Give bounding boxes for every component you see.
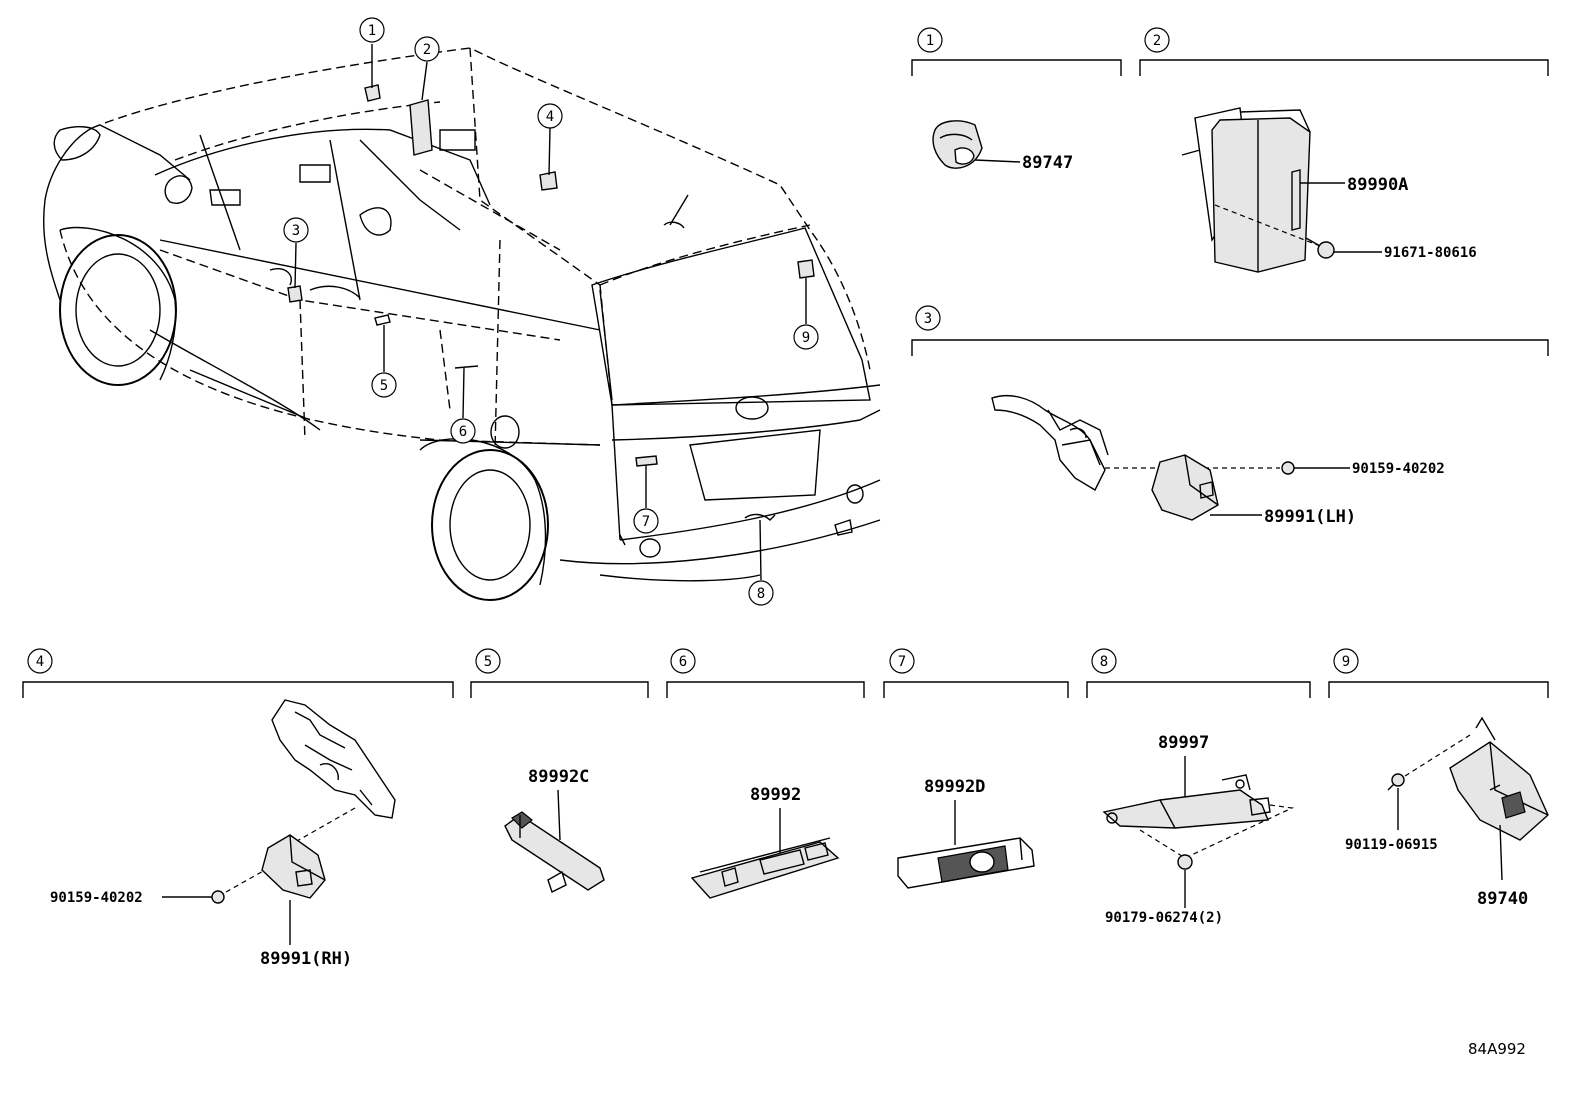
part-89991-rh xyxy=(261,834,326,899)
svg-text:9: 9 xyxy=(802,330,810,346)
part-number-89992c: 89992C xyxy=(528,767,589,787)
part-number-89990a: 89990A xyxy=(1347,175,1408,195)
part-number-90179-06274: 90179-06274(2) xyxy=(1105,910,1223,926)
bolt-90159-40202-lh xyxy=(1281,461,1295,475)
section-2-number: 2 xyxy=(1153,33,1161,49)
part-89992-antenna xyxy=(690,837,840,899)
part-89740-ecu xyxy=(1449,716,1549,841)
callout-8: 8 xyxy=(748,580,774,606)
section-8-number: 8 xyxy=(1100,654,1108,670)
part-number-90159-40202-lh: 90159-40202 xyxy=(1352,461,1445,477)
callout-4: 4 xyxy=(537,103,563,129)
section-7: 7 89992D xyxy=(883,648,1069,889)
section-6: 6 89992 xyxy=(666,648,865,899)
part-number-89991-lh: 89991(LH) xyxy=(1264,507,1356,527)
section-2: 2 89990A 91671-80616 xyxy=(1139,27,1549,273)
part-number-89991-rh: 89991(RH) xyxy=(260,949,352,969)
section-4: 4 90159-40202 89991(RH) xyxy=(22,648,454,969)
callout-7: 7 xyxy=(633,508,659,534)
svg-text:6: 6 xyxy=(459,424,467,440)
part-89992d-antenna xyxy=(897,837,1035,889)
nut-90179-06274 xyxy=(1177,854,1193,870)
section-7-number: 7 xyxy=(898,654,906,670)
section-5-number: 5 xyxy=(484,654,492,670)
section-9: 9 90119-06915 89740 xyxy=(1328,648,1549,909)
part-number-89997: 89997 xyxy=(1158,733,1209,753)
part-89990a-ecu xyxy=(1181,107,1311,273)
vehicle-illustration xyxy=(42,44,881,601)
part-number-89740: 89740 xyxy=(1477,889,1528,909)
part-number-90119-06915: 90119-06915 xyxy=(1345,837,1438,853)
part-89991-lh xyxy=(1151,454,1219,521)
part-number-89992: 89992 xyxy=(750,785,801,805)
section-8: 8 89997 90179-06274(2) xyxy=(1086,648,1311,926)
door-handle-assembly-rh xyxy=(271,699,396,819)
svg-text:3: 3 xyxy=(292,223,300,239)
svg-text:1: 1 xyxy=(368,23,376,39)
callout-3: 3 xyxy=(283,217,309,243)
callout-9: 9 xyxy=(793,324,819,350)
section-3-number: 3 xyxy=(924,311,932,327)
bolt-90119-06915 xyxy=(1387,773,1405,791)
vehicle-callouts: 1 2 4 3 9 5 6 7 8 xyxy=(283,17,819,606)
part-89992c-antenna xyxy=(504,811,605,893)
part-number-90159-40202-rh: 90159-40202 xyxy=(50,890,143,906)
part-number-89747: 89747 xyxy=(1022,153,1073,173)
section-3: 3 90159-40202 89991(LH) xyxy=(911,305,1549,527)
bolt-90159-40202-rh xyxy=(211,890,225,904)
section-4-number: 4 xyxy=(36,654,44,670)
section-6-number: 6 xyxy=(679,654,687,670)
part-89997-bracket xyxy=(1102,774,1271,829)
svg-text:7: 7 xyxy=(642,514,650,530)
svg-text:4: 4 xyxy=(546,109,554,125)
callout-2: 2 xyxy=(414,36,440,62)
section-1: 1 89747 xyxy=(911,27,1122,173)
section-5: 5 89992C xyxy=(470,648,649,893)
section-1-number: 1 xyxy=(926,33,934,49)
door-handle-assembly-lh xyxy=(991,394,1109,491)
section-9-number: 9 xyxy=(1342,654,1350,670)
bolt-91671-80616 xyxy=(1305,237,1335,259)
callout-1: 1 xyxy=(359,17,385,43)
part-number-91671-80616: 91671-80616 xyxy=(1384,245,1477,261)
callout-6: 6 xyxy=(450,418,476,444)
drawing-code: 84A992 xyxy=(1468,1040,1526,1058)
part-89747-sensor xyxy=(932,120,983,169)
callout-5: 5 xyxy=(371,372,397,398)
svg-text:5: 5 xyxy=(380,378,388,394)
svg-text:8: 8 xyxy=(757,586,765,602)
part-number-89992d: 89992D xyxy=(924,777,985,797)
svg-text:2: 2 xyxy=(423,42,431,58)
